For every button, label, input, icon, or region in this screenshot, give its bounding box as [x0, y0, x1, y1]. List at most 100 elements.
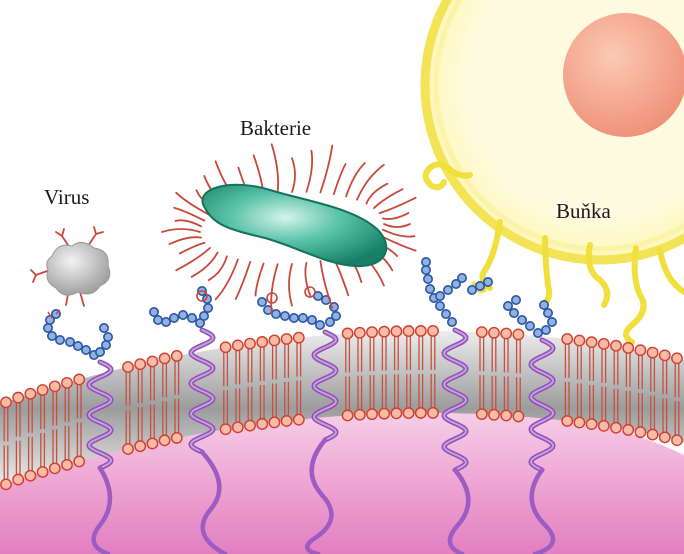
lipid-head — [13, 392, 23, 402]
lipid-head — [416, 326, 426, 336]
pilus — [209, 256, 227, 280]
lipid-head — [1, 397, 11, 407]
lipid-head — [37, 385, 47, 395]
sugar-unit — [162, 318, 170, 326]
lipid-head — [391, 326, 401, 336]
lipid-head — [281, 416, 291, 426]
lipid-head — [403, 408, 413, 418]
lipid-head — [13, 474, 23, 484]
cell-arm — [542, 238, 549, 305]
glycan-chain — [150, 287, 212, 327]
lipid-head — [257, 419, 267, 429]
pilus — [305, 263, 310, 296]
lipid-head — [489, 410, 499, 420]
pilus — [320, 146, 332, 193]
lipid-head — [660, 432, 670, 442]
sugar-unit — [74, 342, 82, 350]
pilus — [289, 264, 292, 306]
virus-spike — [88, 227, 103, 246]
lipid-head — [635, 427, 645, 437]
sugar-unit — [548, 318, 556, 326]
pilus — [256, 264, 264, 296]
sugar-unit — [170, 314, 178, 322]
lipid-head — [25, 389, 35, 399]
sugar-unit — [436, 292, 444, 300]
pilus — [236, 262, 251, 299]
lipid-head — [172, 433, 182, 443]
lipid-head — [403, 326, 413, 336]
lipid-head — [245, 420, 255, 430]
sugar-unit — [204, 304, 212, 312]
lipid-head — [586, 419, 596, 429]
lipid-head — [172, 351, 182, 361]
lipid-head — [501, 328, 511, 338]
lipid-head — [672, 353, 682, 363]
lipid-head — [269, 417, 279, 427]
lipid-head — [281, 334, 291, 344]
sugar-unit — [100, 324, 108, 332]
lipid-head — [611, 423, 621, 433]
sugar-unit — [332, 312, 340, 320]
sugar-unit — [544, 309, 552, 317]
lipid-head — [233, 340, 243, 350]
sugar-unit — [542, 326, 550, 334]
sugar-unit — [504, 302, 512, 310]
sugar-unit — [200, 312, 208, 320]
lipid-head — [257, 337, 267, 347]
lipid-head — [489, 328, 499, 338]
lipid-head — [599, 421, 609, 431]
lipid-head — [62, 460, 72, 470]
lipid-head — [367, 327, 377, 337]
lipid-head — [62, 378, 72, 388]
sugar-unit — [518, 316, 526, 324]
pilus — [170, 237, 202, 244]
sugar-unit — [526, 322, 534, 330]
sugar-unit — [150, 308, 158, 316]
sugar-unit — [272, 310, 280, 318]
sugar-unit — [424, 275, 432, 283]
lipid-head — [513, 329, 523, 339]
lipid-head — [672, 435, 682, 445]
sugar-unit — [299, 314, 307, 322]
pilus — [383, 230, 415, 237]
lipid-head — [147, 438, 157, 448]
lipid-head — [428, 408, 438, 418]
pilus — [346, 163, 365, 197]
pilus — [176, 220, 202, 226]
lipid-head — [1, 479, 11, 489]
sugar-unit — [534, 329, 542, 337]
lipid-head — [342, 410, 352, 420]
sugar-unit — [448, 318, 456, 326]
pilus — [162, 229, 200, 232]
sugar-unit — [510, 309, 518, 317]
lipid-head — [245, 338, 255, 348]
pilus — [357, 165, 384, 200]
lipid-head — [647, 429, 657, 439]
cell-label: Buňka — [556, 199, 612, 223]
sugar-unit — [444, 286, 452, 294]
sugar-unit — [436, 302, 444, 310]
sugar-unit — [422, 258, 430, 266]
lipid-head — [586, 337, 596, 347]
lipid-head — [477, 409, 487, 419]
lipid-head — [147, 356, 157, 366]
lipid-head — [635, 345, 645, 355]
sugar-unit — [82, 346, 90, 354]
lipid-head — [623, 425, 633, 435]
lipid-head — [135, 441, 145, 451]
lipid-head — [391, 408, 401, 418]
lipid-head — [477, 327, 487, 337]
lipid-head — [25, 471, 35, 481]
lipid-head — [294, 332, 304, 342]
lipid-head — [123, 444, 133, 454]
lipid-head — [574, 417, 584, 427]
lipid-head — [513, 411, 523, 421]
lipid-head — [50, 381, 60, 391]
lipid-head — [220, 424, 230, 434]
lipid-head — [647, 347, 657, 357]
lipid-head — [501, 410, 511, 420]
sugar-unit — [102, 341, 110, 349]
sugar-unit — [458, 274, 466, 282]
lipid-head — [611, 341, 621, 351]
pilus — [306, 151, 312, 192]
